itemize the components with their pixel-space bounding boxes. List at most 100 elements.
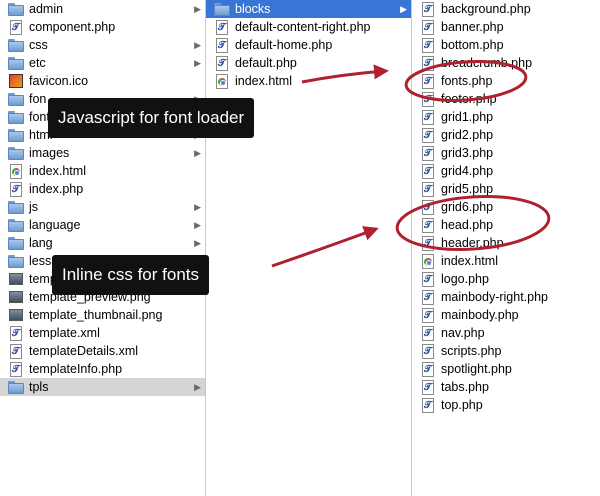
xml-file-icon: 𝒯	[10, 326, 22, 341]
item-icon-slot	[8, 290, 24, 304]
php-file-icon: 𝒯	[422, 344, 434, 359]
item-label: template_thumbnail.png	[29, 308, 163, 322]
item-icon-slot	[8, 92, 24, 106]
item-icon-slot	[8, 254, 24, 268]
item-icon-slot	[420, 254, 436, 269]
item-icon-slot: 𝒯	[420, 380, 436, 395]
item-label: header.php	[441, 236, 504, 250]
disclosure-arrow-icon: ▶	[194, 382, 201, 392]
file-item[interactable]: favicon.ico	[0, 72, 205, 90]
item-icon-slot	[8, 128, 24, 142]
folder-item[interactable]: language▶	[0, 216, 205, 234]
php-file-icon: 𝒯	[422, 308, 434, 323]
item-icon-slot	[214, 2, 230, 16]
item-icon-slot	[8, 308, 24, 322]
php-file-icon: 𝒯	[422, 326, 434, 341]
disclosure-arrow-icon: ▶	[194, 4, 201, 14]
folder-item[interactable]: etc▶	[0, 54, 205, 72]
item-label: grid6.php	[441, 200, 494, 214]
item-label: template.xml	[29, 326, 100, 340]
folder-icon	[8, 39, 24, 52]
file-item[interactable]: index.html	[206, 72, 411, 90]
disclosure-arrow-icon: ▶	[194, 40, 201, 50]
folder-item[interactable]: tpls▶	[0, 378, 205, 396]
item-icon-slot	[8, 74, 24, 88]
item-icon-slot: 𝒯	[214, 56, 230, 71]
php-file-icon: 𝒯	[422, 20, 434, 35]
folder-icon	[8, 129, 24, 142]
file-item[interactable]: index.html	[0, 162, 205, 180]
folder-item[interactable]: lang▶	[0, 234, 205, 252]
folder-item[interactable]: admin▶	[0, 0, 205, 18]
disclosure-arrow-icon: ▶	[194, 220, 201, 230]
folder-item[interactable]: blocks▶	[206, 0, 411, 18]
folder-item[interactable]: images▶	[0, 144, 205, 162]
item-label: bottom.php	[441, 38, 504, 52]
disclosure-arrow-icon: ▶	[194, 148, 201, 158]
folder-icon	[8, 255, 24, 268]
folder-item[interactable]: js▶	[0, 198, 205, 216]
item-icon-slot: 𝒯	[420, 272, 436, 287]
file-item[interactable]: index.html	[412, 252, 600, 270]
item-label: css	[29, 38, 48, 52]
php-file-icon: 𝒯	[422, 164, 434, 179]
item-icon-slot: 𝒯	[420, 38, 436, 53]
php-file-icon: 𝒯	[422, 380, 434, 395]
item-label: default-home.php	[235, 38, 333, 52]
item-label: lang	[29, 236, 53, 250]
item-label: favicon.ico	[29, 74, 89, 88]
item-icon-slot: 𝒯	[420, 200, 436, 215]
item-label: breadcrumb.php	[441, 56, 533, 70]
item-icon-slot: 𝒯	[420, 56, 436, 71]
php-file-icon: 𝒯	[216, 56, 228, 71]
item-label: head.php	[441, 218, 494, 232]
folder-icon	[214, 3, 230, 16]
folder-item[interactable]: css ▶	[0, 36, 205, 54]
item-label: less	[29, 254, 52, 268]
ico-file-icon	[9, 74, 23, 88]
php-file-icon: 𝒯	[422, 218, 434, 233]
item-icon-slot: 𝒯	[420, 326, 436, 341]
disclosure-arrow-icon: ▶	[194, 202, 201, 212]
php-file-icon: 𝒯	[422, 2, 434, 17]
item-label: tabs.php	[441, 380, 489, 394]
file-item[interactable]: template_thumbnail.png	[0, 306, 205, 324]
item-icon-slot	[8, 164, 24, 179]
